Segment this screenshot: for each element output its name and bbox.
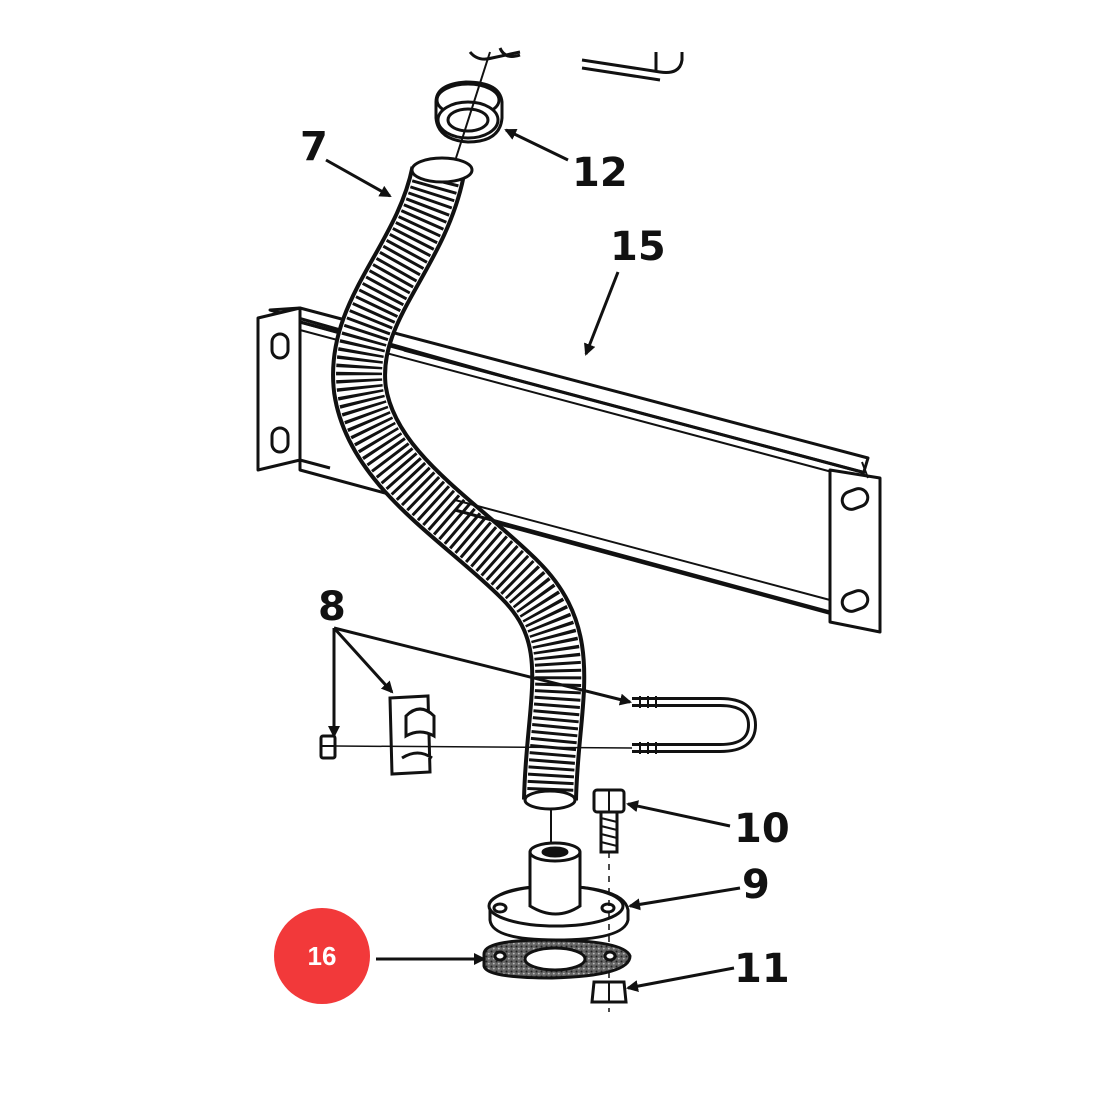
clamp-part-8 — [319, 694, 758, 776]
nut-part-11 — [590, 980, 628, 1004]
gasket-part-16 — [482, 938, 632, 980]
leader-arrows — [325, 128, 741, 993]
centerline-top — [455, 51, 491, 159]
grommet-part-12 — [434, 80, 504, 144]
callout-11: 11 — [734, 946, 790, 992]
flexible-hose-part-7 — [331, 156, 587, 811]
centerline-clamp — [334, 745, 633, 749]
callout-9: 9 — [742, 862, 770, 908]
bracket-front-edge — [299, 320, 863, 614]
top-clamp-partial — [468, 47, 684, 82]
callout-12: 12 — [572, 150, 628, 196]
flange-part-9 — [487, 841, 630, 942]
callout-10: 10 — [734, 806, 790, 852]
highlight-badge-16[interactable]: 16 — [274, 908, 370, 1004]
callout-7: 7 — [300, 124, 328, 170]
highlight-label: 16 — [308, 941, 337, 971]
callout-8: 8 — [318, 584, 346, 630]
callout-15: 15 — [610, 224, 666, 270]
bolt-part-10 — [592, 788, 626, 854]
